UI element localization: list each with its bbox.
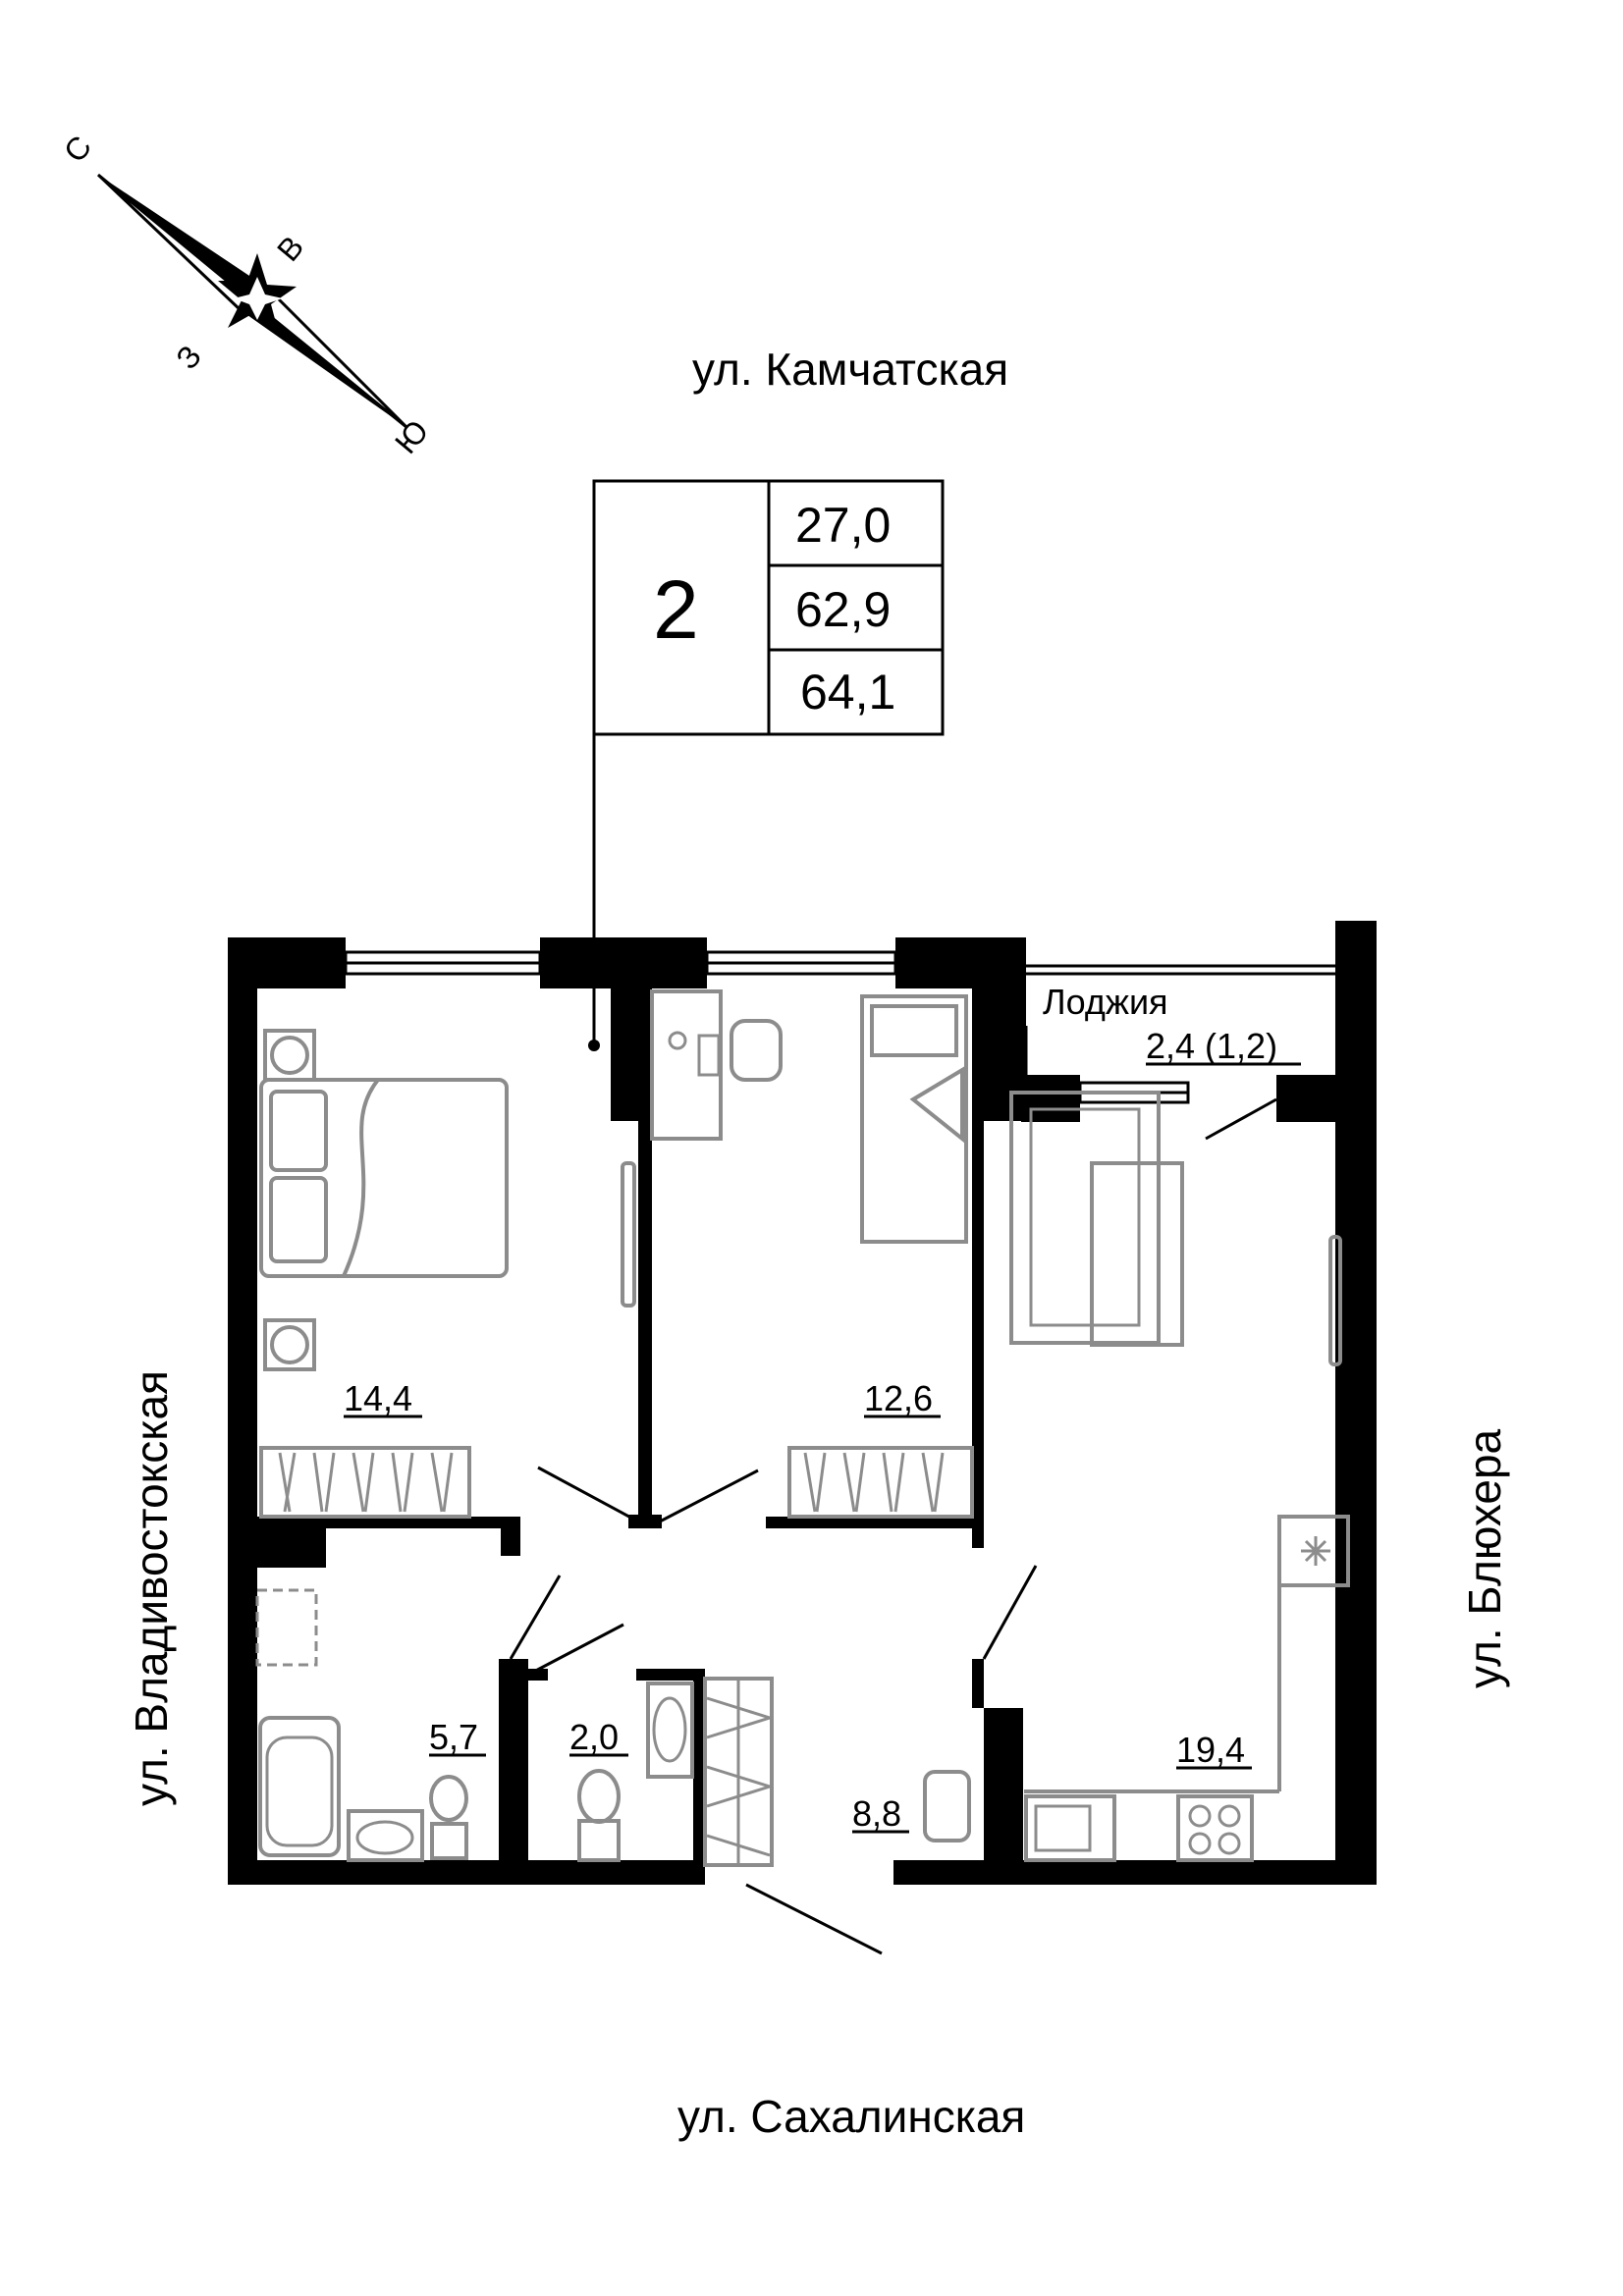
- kitchen-living-furniture: [1009, 1091, 1350, 1862]
- street-right: ул. Блюхера: [1459, 1428, 1510, 1688]
- compass-east-label: В: [270, 229, 310, 267]
- wc-sink: [646, 1682, 694, 1779]
- summary-leader-dot: [588, 1040, 600, 1051]
- coffee-table: [1090, 1161, 1184, 1347]
- single-bed: [860, 994, 968, 1244]
- bathroom-sink: [347, 1809, 424, 1862]
- loggia-name: Лоджия: [1043, 982, 1168, 1022]
- hall-wardrobe: [703, 1677, 774, 1867]
- street-left: ул. Владивостокская: [126, 1370, 177, 1806]
- summary-value-with-loggia: 64,1: [800, 665, 895, 720]
- bathroom-toilet: [430, 1822, 468, 1860]
- compass-needle-south: [246, 286, 409, 430]
- sink-kitchen: [1024, 1794, 1116, 1862]
- washing-machine: [255, 1588, 318, 1667]
- wall-tv-right: [1328, 1235, 1342, 1366]
- area-kitchen-living: 19,4: [1176, 1730, 1245, 1770]
- wc-furniture: [577, 1682, 694, 1862]
- hall-furniture: [703, 1677, 971, 1867]
- compass-west-label: З: [169, 339, 208, 376]
- street-bottom: ул. Сахалинская: [677, 2091, 1025, 2142]
- wardrobe-right: [787, 1446, 974, 1519]
- wc-toilet: [577, 1819, 621, 1862]
- compass-needle-north-outline: [96, 173, 252, 313]
- bathtub: [258, 1716, 341, 1857]
- office-chair: [730, 1019, 783, 1082]
- desk: [650, 989, 723, 1141]
- bedroom-right-furniture: [650, 989, 974, 1519]
- sofa: [1009, 1091, 1161, 1345]
- compass-needle-south-dark: [241, 299, 407, 428]
- area-loggia: 2,4 (1,2): [1146, 1026, 1277, 1066]
- area-bedroom-left: 14,4: [344, 1378, 412, 1418]
- summary-rooms-count: 2: [653, 563, 699, 656]
- hall-stool: [923, 1770, 971, 1842]
- stove: [1176, 1794, 1254, 1862]
- area-hall: 8,8: [852, 1793, 901, 1834]
- double-bed: [259, 1078, 509, 1278]
- area-wc: 2,0: [569, 1717, 619, 1757]
- compass-north-label: С: [57, 129, 98, 169]
- summary-box: 2 27,0 62,9 64,1: [588, 479, 945, 1051]
- walls: [228, 921, 1377, 1885]
- nightstand-top: [263, 1029, 316, 1082]
- summary-value-total: 62,9: [795, 582, 891, 637]
- compass-south-label: Ю: [388, 413, 435, 460]
- area-bathroom: 5,7: [429, 1717, 478, 1757]
- street-top: ул. Камчатская: [692, 344, 1008, 395]
- bedroom-left-furniture: [259, 1029, 636, 1519]
- compass-needle-north: [98, 175, 267, 299]
- nightstand-bottom: [263, 1318, 316, 1371]
- wardrobe-left: [259, 1446, 471, 1519]
- wall-tv-left: [621, 1161, 636, 1308]
- room-labels: 14,4 12,6 19,4 5,7 2,0 8,8 Лоджия 2,4 (1…: [344, 982, 1301, 1834]
- area-bedroom-right: 12,6: [864, 1378, 933, 1418]
- doors: [509, 1097, 1277, 1955]
- compass-star-inner: [234, 277, 283, 320]
- summary-value-living: 27,0: [795, 498, 891, 553]
- fridge: [1277, 1515, 1350, 1587]
- bathroom-furniture: [255, 1588, 468, 1862]
- compass-rose: С В З Ю: [57, 129, 436, 460]
